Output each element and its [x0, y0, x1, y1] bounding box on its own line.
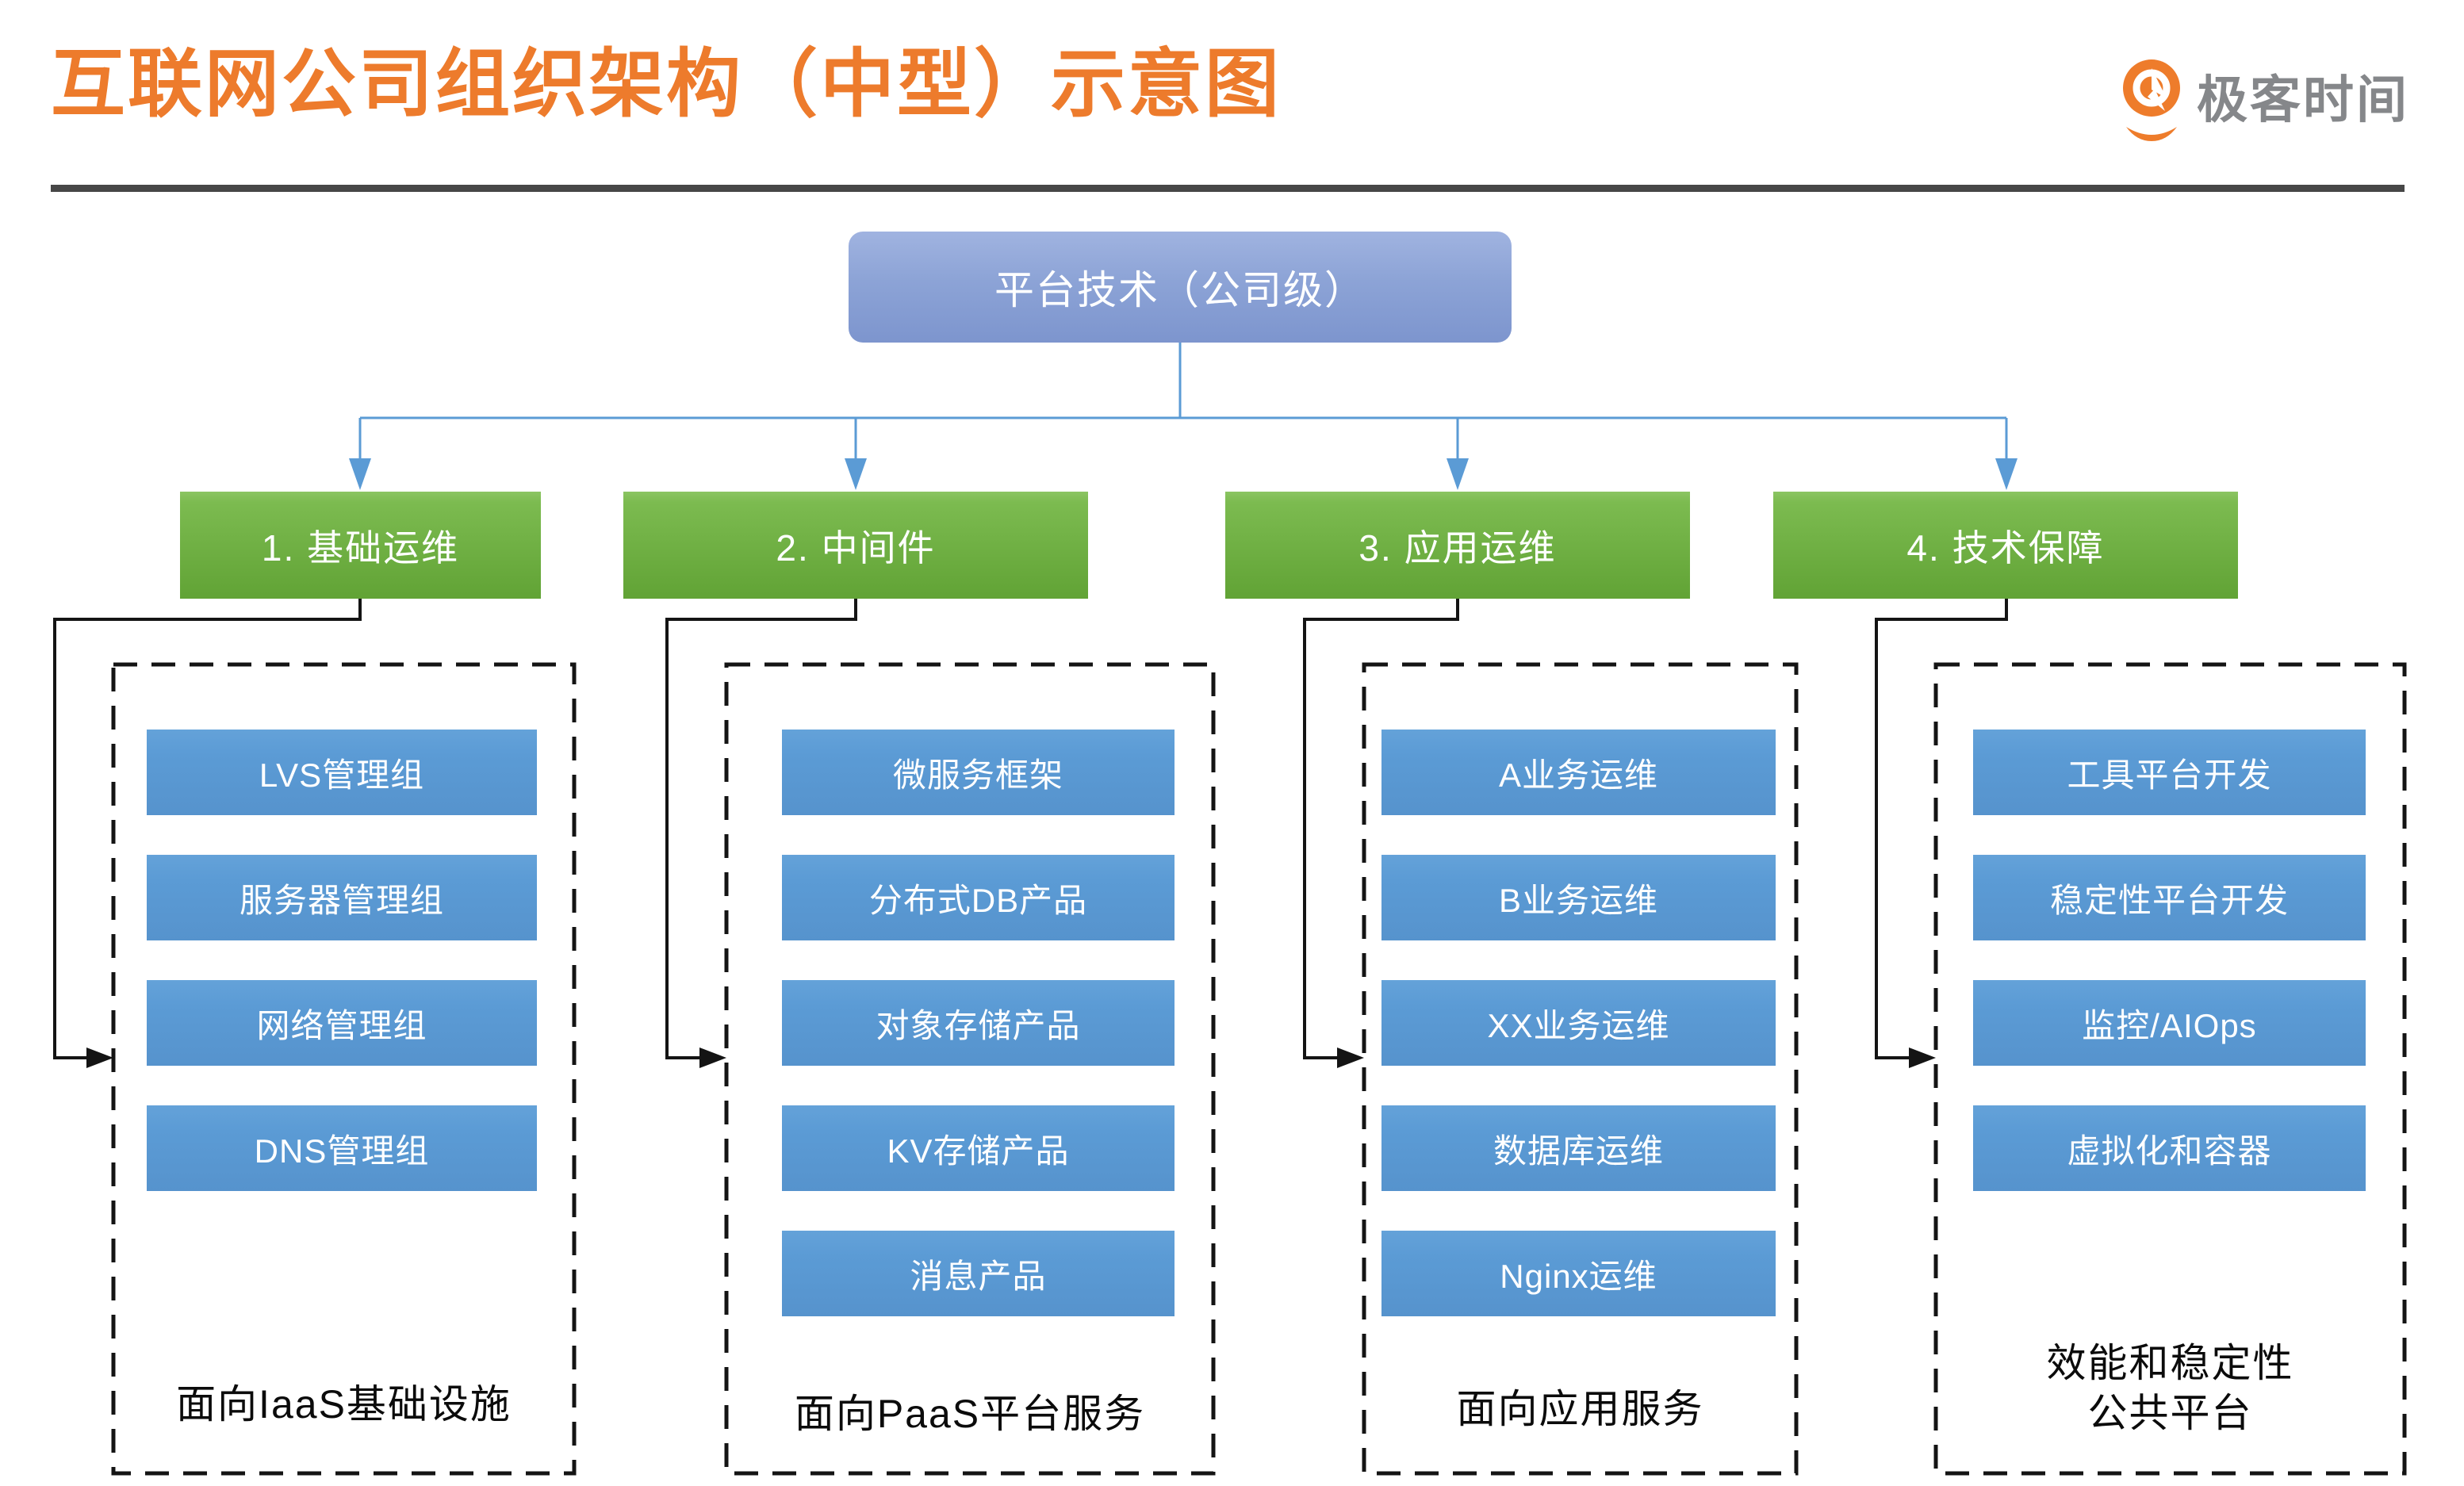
root-node: 平台技术（公司级） [849, 232, 1512, 343]
geektime-logo-text: 极客时间 [2197, 71, 2409, 128]
branch-arrowhead-3 [1447, 458, 1469, 490]
elbow-connector-4 [1875, 599, 2008, 1059]
elbow-connector-2 [665, 599, 857, 1059]
org-item: 网络管理组 [147, 980, 537, 1066]
org-item: 微服务框架 [782, 730, 1175, 815]
group-container-border-3 [1362, 662, 1799, 1476]
group-caption: 面向应用服务 [1456, 1387, 1704, 1431]
org-item: 消息产品 [782, 1231, 1175, 1316]
elbow-connector-3 [1303, 599, 1459, 1059]
org-item: XX业务运维 [1381, 980, 1776, 1066]
group-caption: 效能和稳定性 公共平台 [2046, 1341, 2294, 1435]
elbow-arrowhead-3 [1337, 1047, 1364, 1068]
org-item: 工具平台开发 [1973, 730, 2366, 815]
group-caption: 面向IaaS基础设施 [176, 1382, 512, 1427]
page-title: 互联网公司组织架构（中型）示意图 [51, 42, 1282, 125]
org-item: DNS管理组 [147, 1105, 537, 1191]
org-item: Nginx运维 [1381, 1231, 1776, 1316]
elbow-arrowhead-2 [699, 1047, 726, 1068]
geektime-pin-icon [2123, 59, 2180, 141]
branch-arrowhead-1 [349, 458, 371, 490]
elbow-arrowhead-1 [86, 1047, 113, 1068]
org-item: 稳定性平台开发 [1973, 855, 2366, 940]
org-item: B业务运维 [1381, 855, 1776, 940]
branch-arrowhead-2 [845, 458, 867, 490]
org-item: 对象存储产品 [782, 980, 1175, 1066]
org-item: 监控/AIOps [1973, 980, 2366, 1066]
group-header-2: 2. 中间件 [623, 492, 1088, 599]
geektime-logo: 极客时间 [2119, 59, 2409, 141]
group-header-3: 3. 应用运维 [1225, 492, 1690, 599]
elbow-connector-1 [53, 599, 362, 1059]
org-item: KV存储产品 [782, 1105, 1175, 1191]
org-item: A业务运维 [1381, 730, 1776, 815]
group-container-border-4 [1933, 662, 2407, 1476]
group-header-1: 1. 基础运维 [180, 492, 541, 599]
title-divider [51, 185, 2405, 192]
elbow-arrowhead-4 [1909, 1047, 1936, 1068]
org-item: 服务器管理组 [147, 855, 537, 940]
group-container-border-2 [724, 662, 1216, 1476]
org-item: 虚拟化和容器 [1973, 1105, 2366, 1191]
group-container-border-1 [111, 662, 577, 1476]
group-caption: 面向PaaS平台服务 [794, 1392, 1146, 1436]
org-item: LVS管理组 [147, 730, 537, 815]
group-header-4: 4. 技术保障 [1773, 492, 2238, 599]
org-item: 分布式DB产品 [782, 855, 1175, 940]
branch-arrowhead-4 [1995, 458, 2018, 490]
org-item: 数据库运维 [1381, 1105, 1776, 1191]
